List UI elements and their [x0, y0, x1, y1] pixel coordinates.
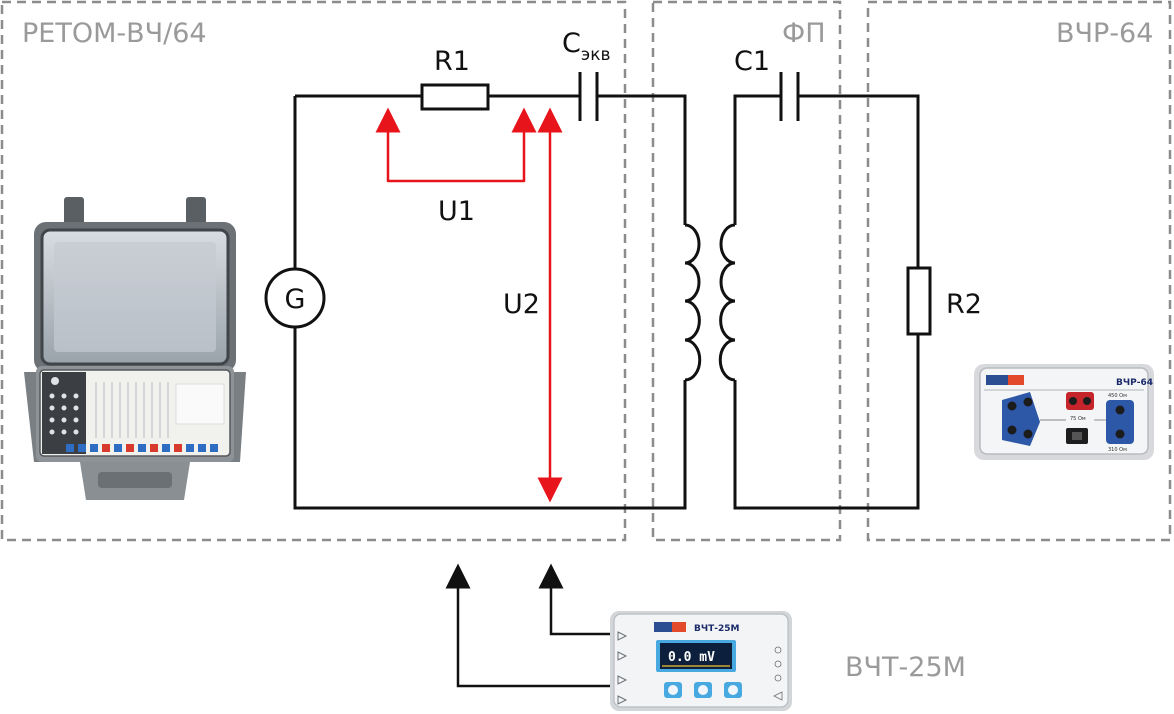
region-retom-box — [0, 0, 627, 542]
retom-device-image — [24, 197, 246, 500]
resistor-r2 — [906, 266, 932, 336]
right-circuit-wires — [733, 94, 920, 510]
resistor-r1 — [420, 83, 490, 111]
capacitor-c-ekv-label: Cэкв — [562, 28, 610, 65]
vchr-device-title: ВЧР-64 — [1116, 378, 1153, 388]
u1-label: U1 — [438, 196, 475, 227]
generator-label: G — [285, 284, 306, 315]
u2-label: U2 — [503, 289, 540, 320]
capacitor-c1-label: C1 — [734, 46, 770, 77]
resistor-r2-label: R2 — [946, 289, 982, 320]
capacitor-c1 — [779, 72, 800, 121]
meter-reading: 0.0 mV — [668, 650, 715, 665]
meter-device-image: ВЧТ-25М 0.0 mV — [610, 611, 792, 711]
region-fp-box — [651, 0, 842, 542]
region-vchr-box — [866, 0, 1172, 542]
left-circuit-wires — [293, 94, 687, 510]
capacitor-c-ekv — [578, 72, 599, 121]
transformer-windings — [684, 223, 736, 382]
generator-symbol — [264, 267, 326, 329]
vchr-ohm-450: 450 Ом — [1108, 393, 1127, 399]
region-retom-label: РЕТОМ-ВЧ/64 — [22, 18, 207, 49]
vchr-ohm-310: 310 Ом — [1108, 447, 1127, 453]
resistor-r1-label: R1 — [434, 46, 470, 77]
u1-measurement-bracket — [375, 107, 537, 183]
region-vchr-label: ВЧР-64 — [1056, 18, 1153, 49]
vchr-device-image: ВЧР-64 75 Ом 450 Ом 310 Ом — [974, 364, 1154, 460]
meter-title: ВЧТ-25М — [694, 624, 740, 634]
meter-name-label: ВЧТ-25М — [845, 652, 966, 683]
vchr-ohm-75: 75 Ом — [1070, 416, 1086, 422]
meter-connection-arrows — [445, 563, 612, 688]
region-fp-label: ФП — [782, 18, 826, 49]
